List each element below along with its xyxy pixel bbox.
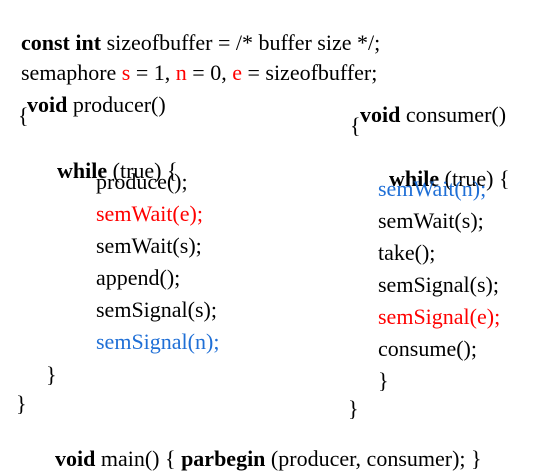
consumer-while-keyword: while <box>389 166 440 191</box>
producer-stmt-semwait-e: semWait(e); <box>96 201 203 226</box>
header-line-semaphore: semaphore s = 1, n = 0, e = sizeofbuffer… <box>10 40 377 84</box>
producer-stmt-semwait-s: semWait(s); <box>96 233 202 258</box>
producer-stmt-semsignal-s: semSignal(s); <box>96 297 217 322</box>
producer-stmt-produce: produce(); <box>96 169 188 194</box>
producer-signature: void producer() <box>16 72 166 116</box>
consumer-while-close-brace: } <box>378 368 389 393</box>
consumer-close-brace: } <box>348 396 359 421</box>
producer-close-brace: } <box>16 391 27 416</box>
producer-stmt-append: append(); <box>96 265 181 290</box>
consumer-open-brace: { <box>350 113 361 138</box>
producer-while-keyword: while <box>57 158 108 183</box>
consumer-void-keyword: void <box>360 102 401 127</box>
producer-stmt-semsignal-n: semSignal(n); <box>96 329 220 354</box>
consumer-while-condition: (true) { <box>439 166 510 191</box>
consumer-signature: void consumer() <box>349 82 506 126</box>
consumer-stmt-semsignal-e: semSignal(e); <box>378 304 501 329</box>
consumer-while-line: while (true) { <box>378 146 510 190</box>
semaphore-s-name: s <box>121 60 131 85</box>
sizeofbuffer-declaration: sizeofbuffer = /* buffer size */; <box>101 30 381 55</box>
consumer-stmt-semsignal-s: semSignal(s); <box>378 272 499 297</box>
producer-while-close-brace: } <box>46 362 57 387</box>
consumer-stmt-take: take(); <box>378 240 436 265</box>
producer-void-keyword: void <box>27 92 68 117</box>
semaphore-e-name: e <box>232 60 242 85</box>
producer-open-brace: { <box>18 103 29 128</box>
consumer-name: consumer() <box>400 102 507 127</box>
producer-while-line: while (true) { <box>46 138 178 182</box>
consumer-stmt-semwait-n: semWait(n); <box>378 176 487 201</box>
const-int-keyword: const int <box>21 30 102 55</box>
semaphore-s-init: = 1, <box>130 60 176 85</box>
semaphore-prefix: semaphore <box>21 60 122 85</box>
header-line-const: const int sizeofbuffer = /* buffer size … <box>10 10 380 54</box>
semaphore-n-name: n <box>175 60 187 85</box>
semaphore-n-init: = 0, <box>186 60 233 85</box>
semaphore-e-init: = sizeofbuffer; <box>241 60 378 85</box>
consumer-stmt-consume: consume(); <box>378 336 477 361</box>
producer-while-condition: (true) { <box>107 158 178 183</box>
consumer-stmt-semwait-s: semWait(s); <box>378 208 484 233</box>
producer-name: producer() <box>67 92 166 117</box>
main-line: void main() { parbegin (producer, consum… <box>44 426 482 470</box>
